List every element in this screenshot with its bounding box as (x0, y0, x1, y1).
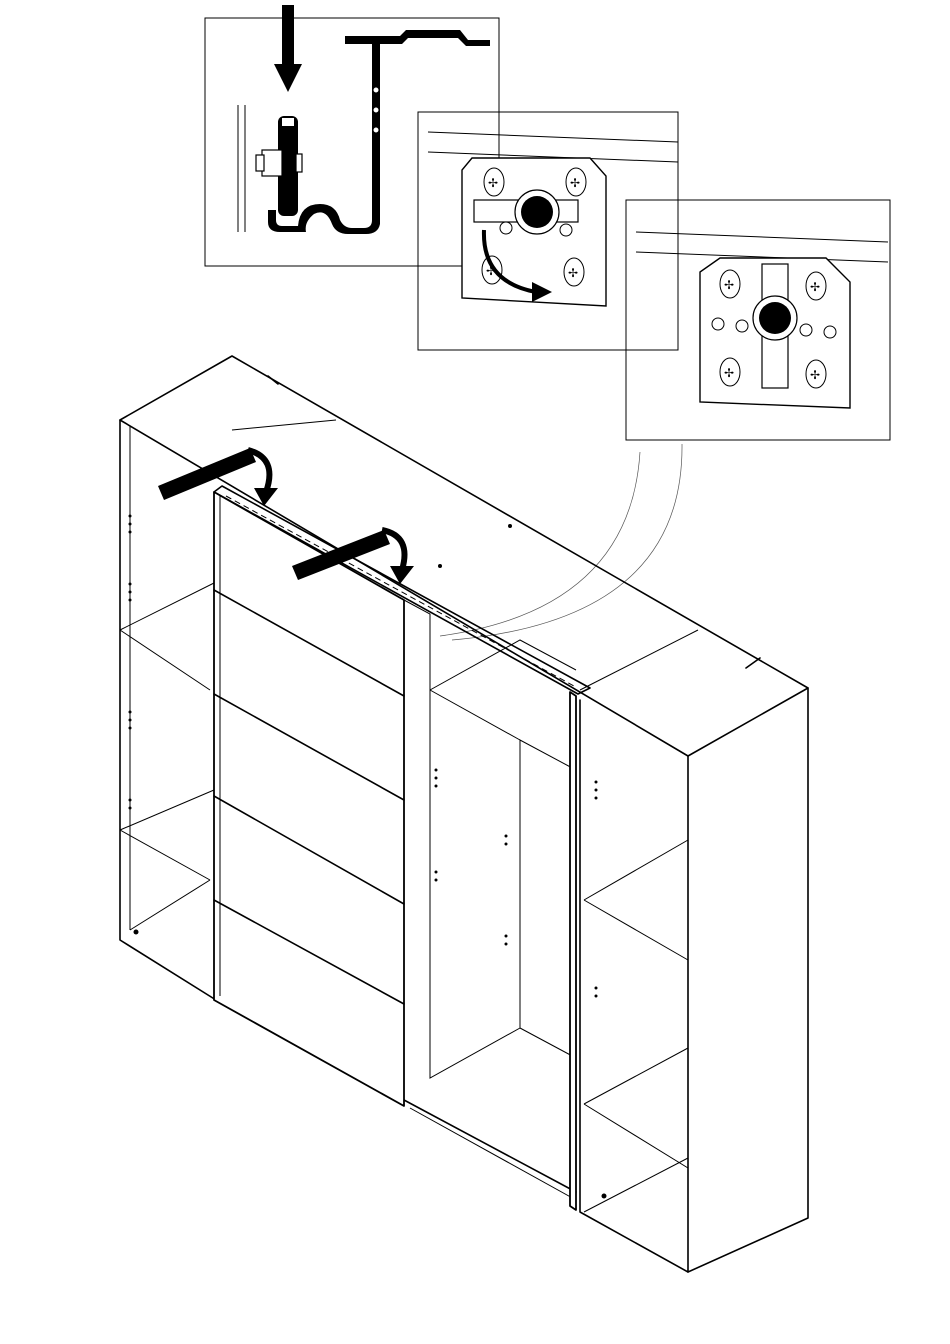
top-rail-hook-detail (205, 5, 499, 266)
svg-text:✢: ✢ (568, 266, 578, 280)
svg-text:✢: ✢ (488, 176, 498, 190)
svg-text:✢: ✢ (810, 368, 820, 382)
bracket-rotate-detail: ✢ ✢ ✢ ✢ (418, 112, 678, 350)
rail-profile-icon (268, 30, 490, 234)
sliding-door (570, 692, 576, 1210)
roller-icon (256, 116, 302, 216)
locked-bracket-icon (753, 296, 797, 340)
bracket-locked-detail: ✢ ✢ ✢ ✢ (626, 200, 890, 440)
svg-text:✢: ✢ (810, 280, 820, 294)
svg-text:✢: ✢ (724, 278, 734, 292)
sliding-door (214, 492, 404, 1106)
svg-text:✢: ✢ (570, 176, 580, 190)
svg-text:✢: ✢ (724, 366, 734, 380)
wardrobe (120, 356, 808, 1272)
